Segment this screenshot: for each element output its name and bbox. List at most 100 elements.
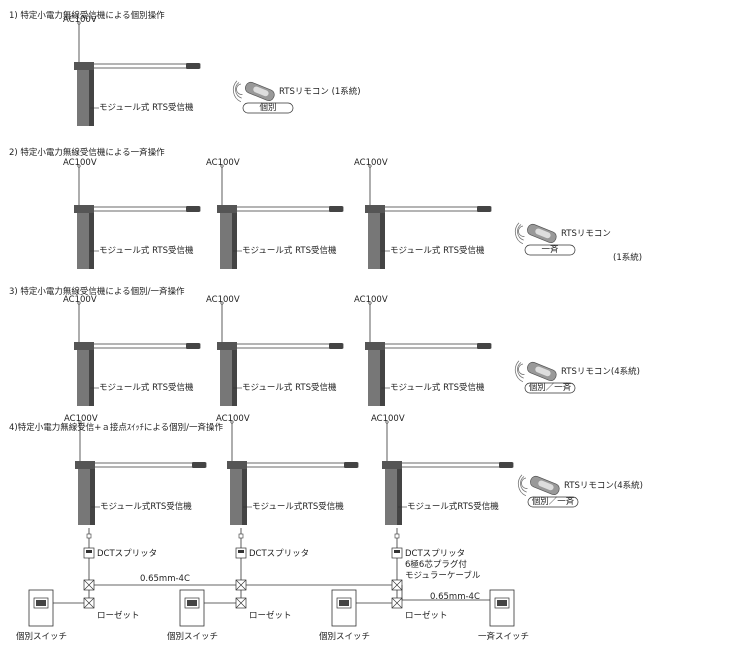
switch-rocker — [36, 600, 46, 606]
ac100v-label: AC100V — [63, 295, 97, 305]
receiver-unit — [365, 164, 492, 269]
operator-arm — [382, 343, 492, 349]
switch-rocker — [187, 600, 197, 606]
module-label: モジュール式 RTS受信機 — [390, 383, 485, 393]
signal-wave — [520, 476, 527, 493]
remote-label: RTSリモコン(4系統) — [564, 481, 643, 491]
outlet-label: ローゼット — [405, 611, 448, 621]
ac100v-label: AC100V — [63, 15, 97, 25]
operator-arm — [91, 343, 201, 349]
operator-arm — [244, 462, 359, 468]
splitter-plug — [86, 533, 92, 539]
operator-arm — [91, 206, 201, 212]
arm-end-cap — [477, 206, 491, 212]
power-terminal — [385, 420, 389, 424]
wire-spec-label: 0.65mm-4C — [430, 592, 480, 602]
remote-label: RTSリモコン(4系統) — [561, 367, 640, 377]
rosette-x — [83, 597, 95, 609]
remote-button-label: 一斉 — [541, 245, 559, 255]
unit-body-shade — [380, 213, 385, 269]
ac100v-label: AC100V — [371, 414, 405, 424]
ac100v-label: AC100V — [63, 158, 97, 168]
module-label: モジュール式 RTS受信機 — [390, 246, 485, 256]
arm-end-cap — [329, 206, 343, 212]
arm-end-cap — [186, 63, 200, 69]
splitter-plug — [238, 533, 244, 539]
switch-rocker — [497, 600, 507, 606]
unit-body-shade — [90, 469, 95, 525]
junction-x — [391, 579, 403, 591]
splitter-label: DCTスプリッタ — [405, 549, 466, 559]
wire-spec-label: 0.65mm-4C — [140, 574, 190, 584]
operator-arm — [382, 206, 492, 212]
switch-rocker — [339, 600, 349, 606]
splitter-port — [86, 550, 92, 553]
splitter-label: DCTスプリッタ — [249, 549, 310, 559]
signal-wave — [518, 363, 525, 375]
arm-end-cap — [186, 343, 200, 349]
module-label: モジュール式 RTS受信機 — [242, 246, 337, 256]
splitter-port — [238, 550, 244, 553]
module-label: モジュール式 RTS受信機 — [99, 103, 194, 113]
unit-head — [217, 205, 237, 213]
unit-body-shade — [89, 350, 94, 406]
unit-head — [74, 62, 94, 70]
power-terminal — [230, 420, 234, 424]
splitter-label: DCTスプリッタ — [97, 549, 158, 559]
signal-wave — [232, 80, 242, 103]
outlet-label: ローゼット — [97, 611, 140, 621]
remote-label: RTSリモコン (1系統) — [279, 87, 361, 97]
arm-end-cap — [344, 462, 358, 468]
receiver-unit — [227, 420, 359, 525]
remote-control — [232, 80, 294, 114]
power-terminal — [77, 21, 81, 25]
section-heading: 4)特定小電力無線受信+ａ接点ｽｲｯﾁによる個別/一斉操作 — [9, 423, 223, 433]
remote-control — [517, 474, 579, 508]
signal-wave — [236, 83, 243, 95]
remote-button-label: 個別 — [259, 103, 277, 113]
unit-head — [382, 461, 402, 469]
group-switch-label: 一斉スイッチ — [478, 632, 530, 642]
receiver-unit — [74, 301, 201, 406]
remote-button-outline — [524, 244, 576, 256]
remote-control — [514, 222, 576, 256]
receiver-unit — [365, 301, 492, 406]
receiver-unit — [217, 301, 344, 406]
module-label: モジュール式 RTS受信機 — [99, 246, 194, 256]
unit-body-shade — [380, 350, 385, 406]
remote-button-label: 個別／一斉 — [528, 383, 572, 393]
arm-end-cap — [186, 206, 200, 212]
operator-arm — [234, 343, 344, 349]
rosette-x — [235, 597, 247, 609]
power-terminal — [77, 301, 81, 305]
section-heading: 3) 特定小電力無線受信機による個別/一斉操作 — [9, 287, 185, 297]
ac100v-label: AC100V — [206, 295, 240, 305]
receiver-unit — [382, 420, 514, 525]
ac100v-label: AC100V — [354, 295, 388, 305]
remote-button-outline — [527, 496, 579, 508]
receiver-unit — [217, 164, 344, 269]
signal-wave — [517, 224, 524, 241]
receiver-unit — [74, 164, 201, 269]
unit-body-shade — [89, 70, 94, 126]
module-label: モジュール式RTS受信機 — [407, 502, 499, 512]
section-heading: 2) 特定小電力無線受信機による一斉操作 — [9, 148, 165, 158]
rosette-x — [391, 597, 403, 609]
unit-body-shade — [89, 213, 94, 269]
signal-wave — [521, 477, 528, 489]
junction-x — [83, 579, 95, 591]
unit-body-shade — [242, 469, 247, 525]
power-terminal — [77, 164, 81, 168]
section-heading: 1) 特定小電力無線受信機による個別操作 — [9, 11, 165, 21]
power-terminal — [78, 420, 82, 424]
operator-arm — [234, 206, 344, 212]
arm-end-cap — [329, 343, 343, 349]
ac100v-label: AC100V — [64, 414, 98, 424]
arm-end-cap — [499, 462, 513, 468]
remote-label-sub: (1系統) — [613, 253, 643, 263]
unit-head — [74, 205, 94, 213]
unit-body-shade — [232, 350, 237, 406]
ac100v-label: AC100V — [354, 158, 388, 168]
